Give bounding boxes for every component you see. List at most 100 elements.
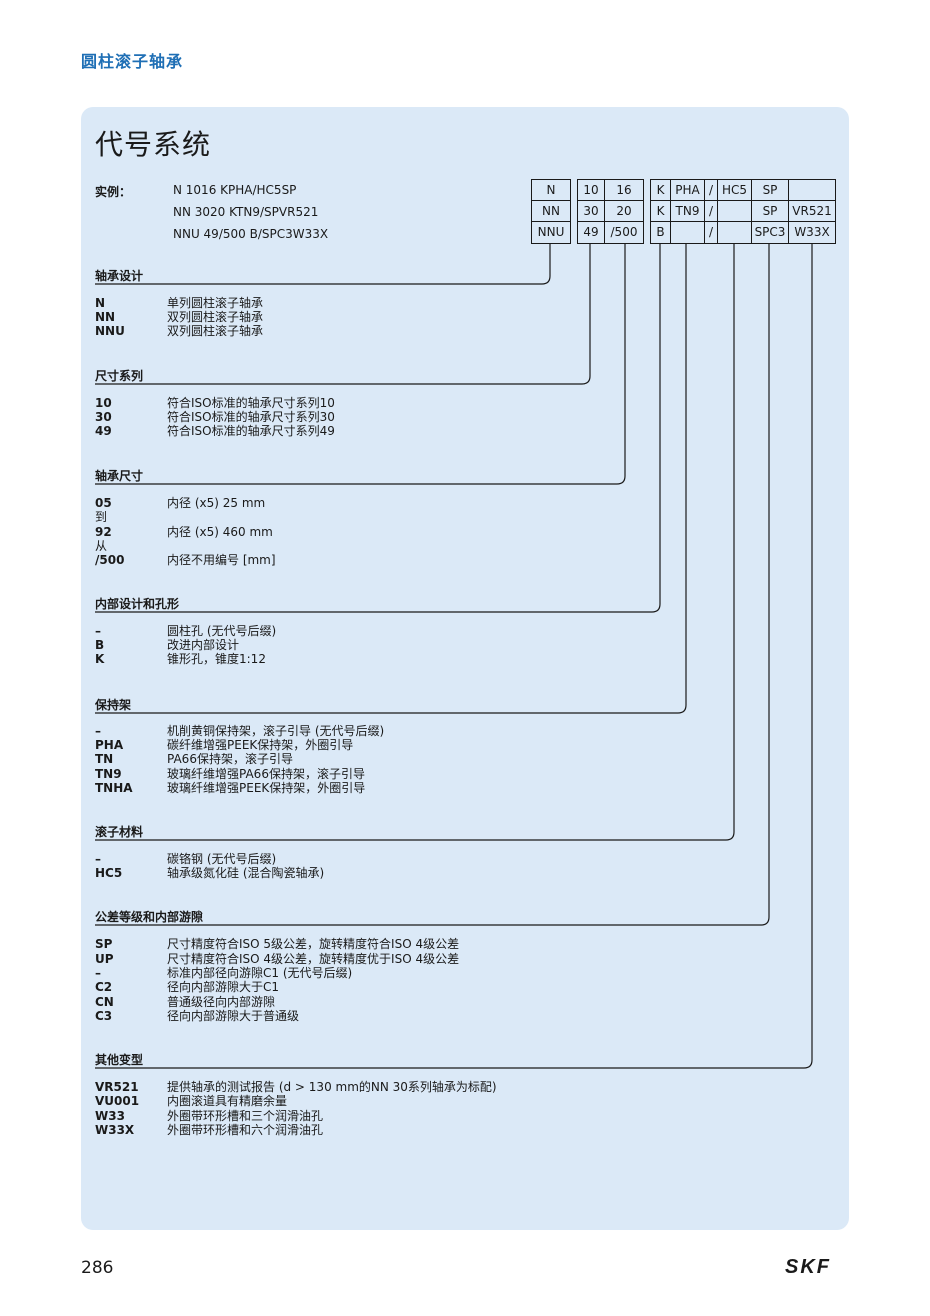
description: 外圈带环形槽和六个润滑油孔 [167, 1123, 324, 1137]
grid-cell-tolerance-3: SPC3 [751, 221, 789, 244]
description: 锥形孔，锥度1:12 [167, 652, 266, 666]
description: 提供轴承的测试报告 (d > 130 mm的NN 30系列轴承为标配) [167, 1080, 497, 1094]
code: TN9 [95, 767, 122, 781]
code: C3 [95, 1009, 113, 1023]
code: – [95, 624, 101, 638]
code: SP [95, 937, 113, 951]
grid-cell-slash-1: / [704, 179, 718, 201]
description: 单列圆柱滚子轴承 [167, 296, 264, 310]
description: 符合ISO标准的轴承尺寸系列10 [167, 396, 335, 410]
grid-cell-size-1: 16 [604, 179, 644, 201]
description: 符合ISO标准的轴承尺寸系列49 [167, 424, 335, 438]
chapter-title: 圆柱滚子轴承 [81, 52, 184, 71]
description: 径向内部游隙大于普通级 [167, 1009, 300, 1023]
grid-cell-cage-1: PHA [670, 179, 705, 201]
example-2: NN 3020 KTN9/SPVR521 [173, 205, 319, 219]
grid-cell-slash-3: / [704, 221, 718, 244]
code: HC5 [95, 866, 123, 880]
leader-roller-material [95, 244, 735, 841]
code: – [95, 852, 101, 866]
description: 双列圆柱滚子轴承 [167, 310, 264, 324]
code: 10 [95, 396, 112, 410]
code: TN [95, 752, 114, 766]
code: PHA [95, 738, 124, 752]
code: W33X [95, 1123, 135, 1137]
description: PA66保持架，滚子引导 [167, 752, 293, 766]
description: 径向内部游隙大于C1 [167, 980, 280, 994]
description: 机削黄铜保持架，滚子引导 (无代号后缀) [167, 724, 385, 738]
leader-bearing-size [95, 244, 626, 485]
description: 普通级径向内部游隙 [167, 995, 276, 1009]
code: NN [95, 310, 116, 324]
example-3: NNU 49/500 B/SPC3W33X [173, 227, 329, 241]
grid-cell-design-2: NN [531, 200, 571, 222]
code: 从 [95, 539, 108, 553]
description: 改进内部设计 [167, 638, 240, 652]
code: 到 [95, 510, 108, 524]
grid-cell-slash-2: / [704, 200, 718, 222]
section-title-bearing-size: 轴承尺寸 [95, 469, 144, 483]
code: 49 [95, 424, 112, 438]
description: 尺寸精度符合ISO 5级公差，旋转精度符合ISO 4级公差 [167, 937, 460, 951]
description: 标准内部径向游隙C1 (无代号后缀) [167, 966, 353, 980]
grid-cell-internal-2: K [650, 200, 671, 222]
panel-title: 代号系统 [95, 128, 212, 161]
code: UP [95, 952, 114, 966]
description: 尺寸精度符合ISO 4级公差，旋转精度优于ISO 4级公差 [167, 952, 460, 966]
description: 双列圆柱滚子轴承 [167, 324, 264, 338]
leader-tolerance-clearance [95, 244, 770, 926]
code: W33 [95, 1109, 125, 1123]
description: 内圈滚道具有精磨余量 [167, 1094, 288, 1108]
grid-cell-cage-2: TN9 [670, 200, 705, 222]
designation-panel [81, 107, 849, 1230]
code: – [95, 724, 101, 738]
code: TNHA [95, 781, 133, 795]
page-number: 286 [81, 1258, 114, 1278]
code: /500 [95, 553, 125, 567]
description: 玻璃纤维增强PA66保持架，滚子引导 [167, 767, 365, 781]
grid-cell-series-2: 30 [577, 200, 605, 222]
section-title-roller-material: 滚子材料 [95, 825, 144, 839]
grid-cell-design-1: N [531, 179, 571, 201]
code: K [95, 652, 105, 666]
grid-cell-design-3: NNU [531, 221, 571, 244]
leader-cage [95, 244, 687, 714]
section-title-dimension-series: 尺寸系列 [95, 369, 144, 383]
grid-cell-series-1: 10 [577, 179, 605, 201]
description: 符合ISO标准的轴承尺寸系列30 [167, 410, 335, 424]
grid-cell-series-3: 49 [577, 221, 605, 244]
example-label: 实例： [95, 185, 132, 199]
section-title-other-variants: 其他变型 [95, 1053, 144, 1067]
grid-cell-variant-3: W33X [788, 221, 836, 244]
example-1: N 1016 KPHA/HC5SP [173, 183, 297, 197]
grid-cell-tolerance-2: SP [751, 200, 789, 222]
code: N [95, 296, 106, 310]
grid-cell-internal-3: B [650, 221, 671, 244]
leader-other-variants [95, 244, 813, 1069]
grid-cell-material-1: HC5 [717, 179, 752, 201]
description: 内径 (x5) 460 mm [167, 525, 273, 539]
section-title-internal-design: 内部设计和孔形 [95, 597, 180, 611]
section-title-cage: 保持架 [95, 698, 132, 712]
section-title-tolerance-clearance: 公差等级和内部游隙 [95, 910, 204, 924]
code: 92 [95, 525, 112, 539]
description: 内径 (x5) 25 mm [167, 496, 266, 510]
skf-logo: SKF [785, 1256, 829, 1276]
code: C2 [95, 980, 113, 994]
grid-cell-cage-3 [670, 221, 705, 244]
code: 30 [95, 410, 112, 424]
description: 玻璃纤维增强PEEK保持架，外圈引导 [167, 781, 366, 795]
description: 圆柱孔 (无代号后缀) [167, 624, 277, 638]
code: CN [95, 995, 114, 1009]
grid-cell-material-3 [717, 221, 752, 244]
code: – [95, 966, 101, 980]
section-title-bearing-design: 轴承设计 [95, 269, 144, 283]
code: B [95, 638, 105, 652]
grid-cell-size-3: /500 [604, 221, 644, 244]
description: 轴承级氮化硅 (混合陶瓷轴承) [167, 866, 325, 880]
code: VR521 [95, 1080, 139, 1094]
description: 碳铬钢 (无代号后缀) [167, 852, 277, 866]
grid-cell-material-2 [717, 200, 752, 222]
code: NNU [95, 324, 125, 338]
